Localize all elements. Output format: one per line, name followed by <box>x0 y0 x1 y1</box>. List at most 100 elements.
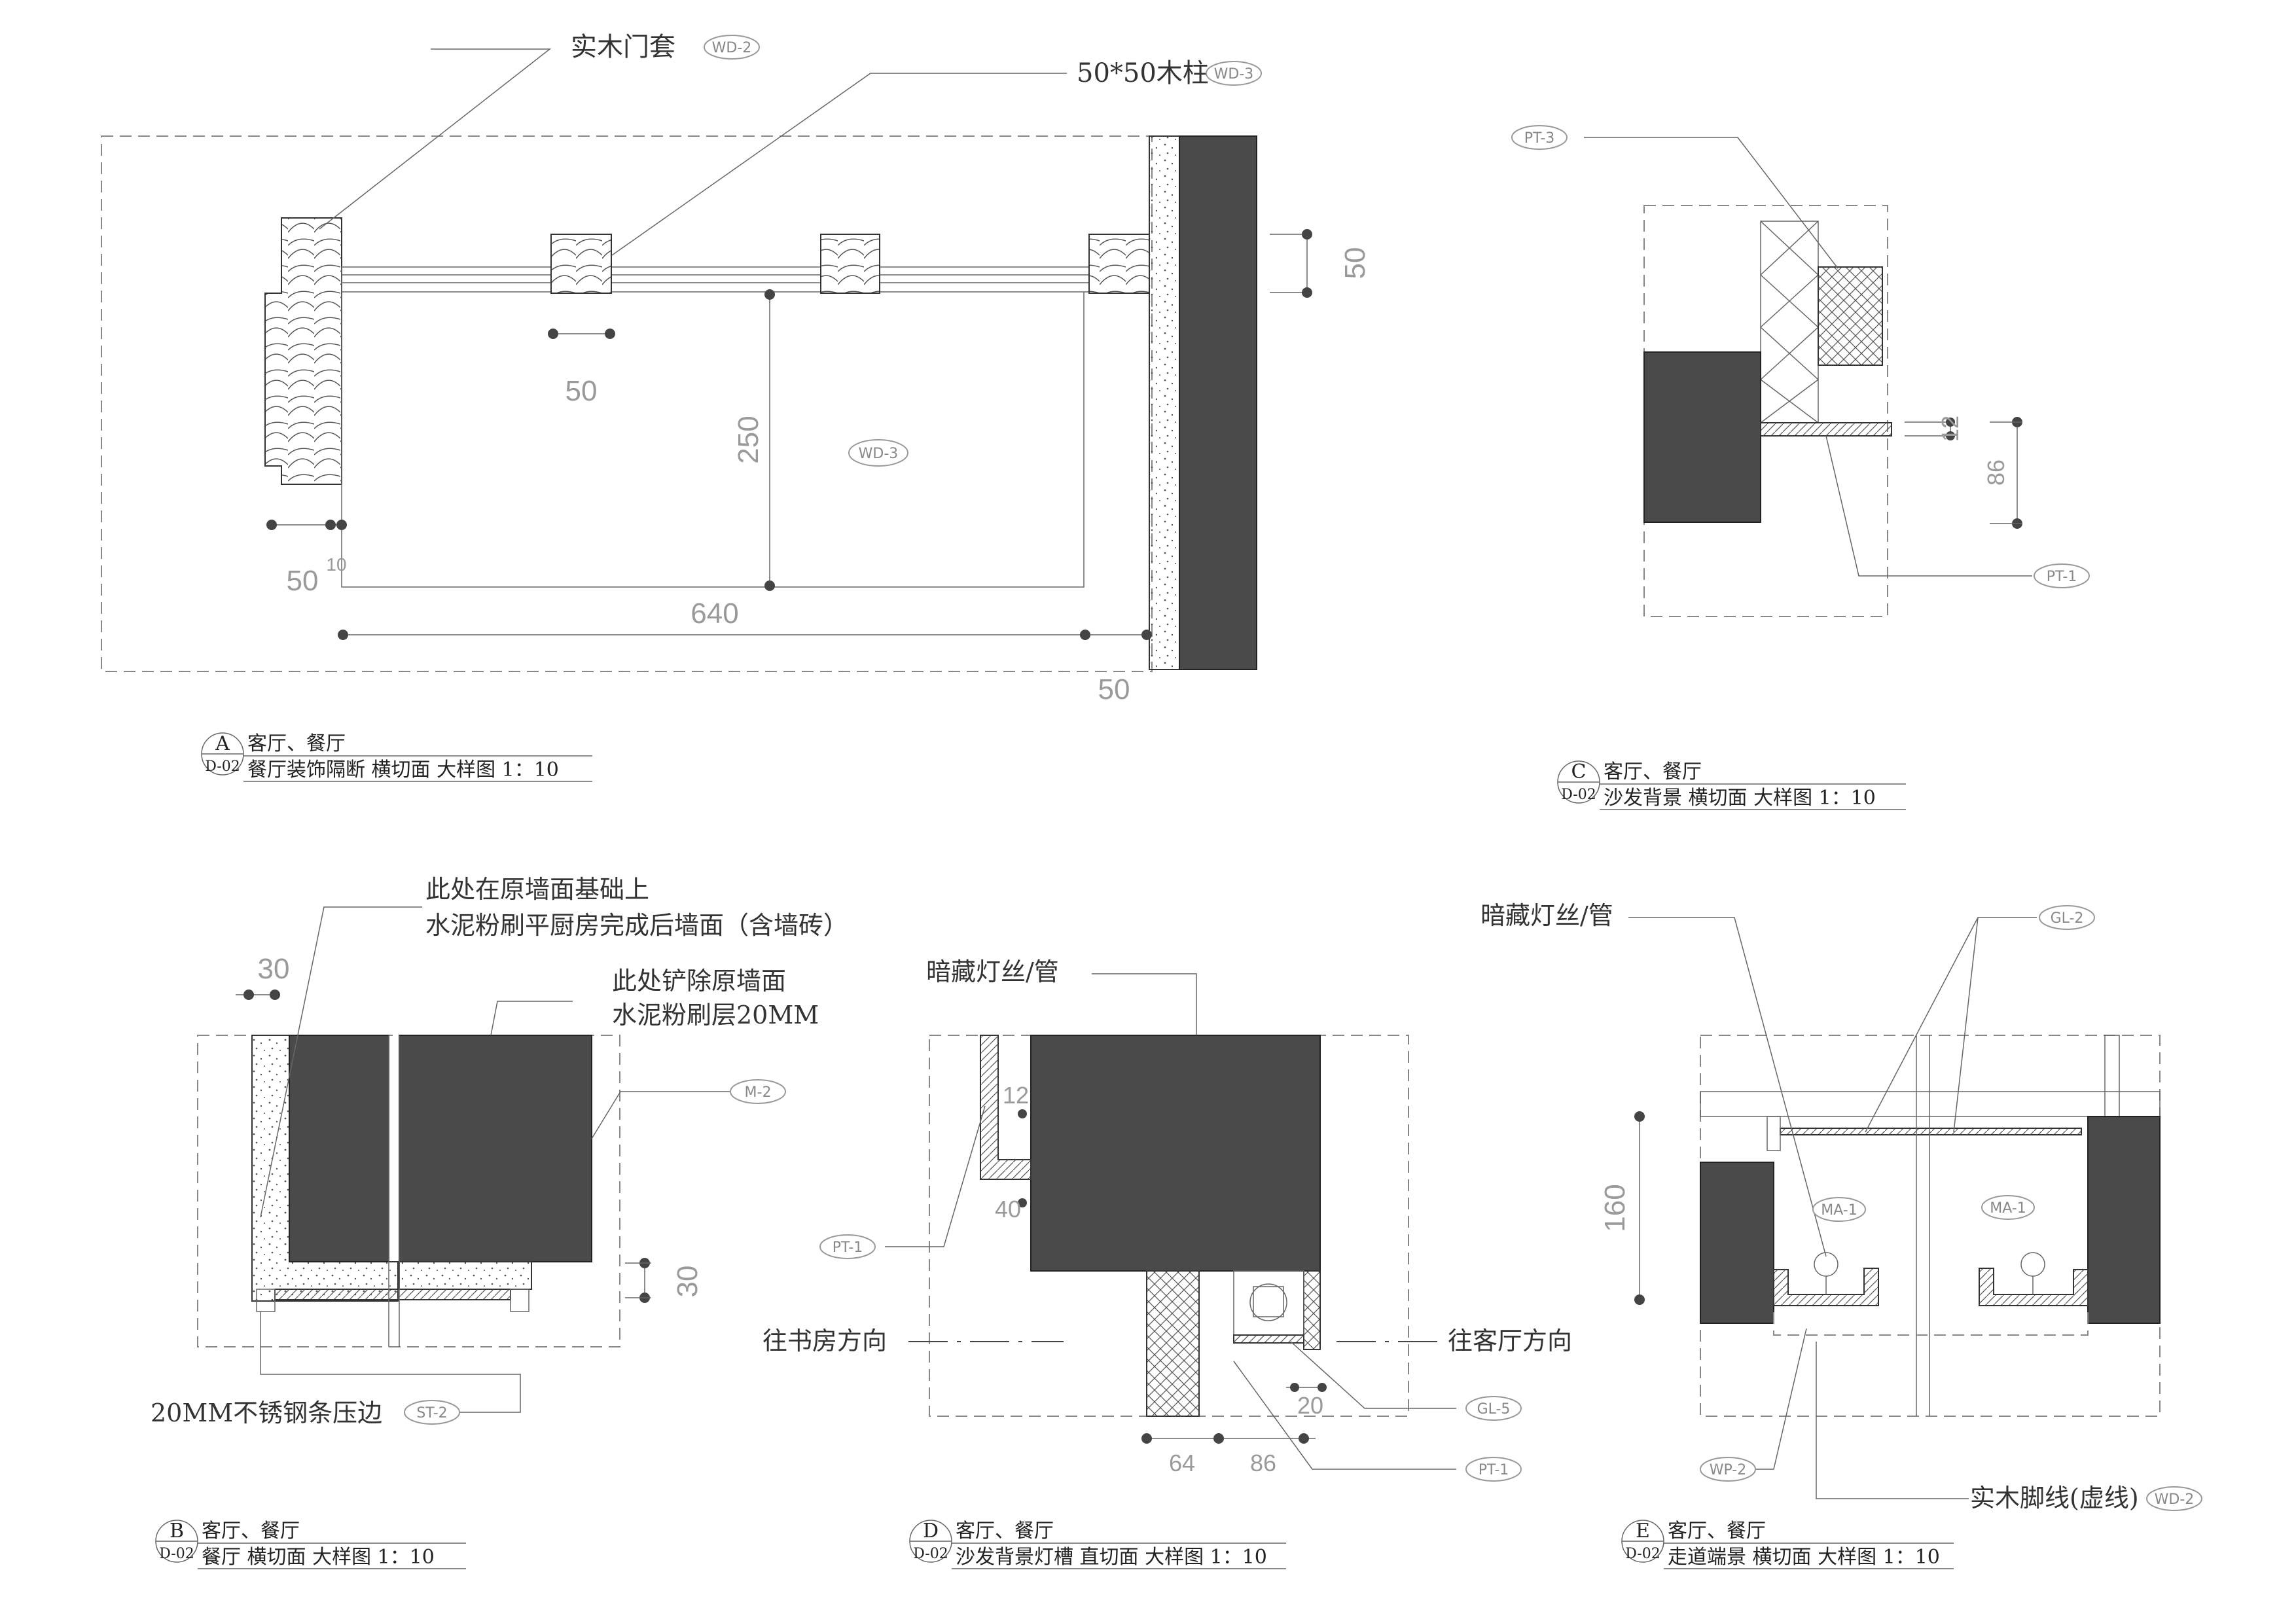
wood-post-3 <box>1088 234 1150 294</box>
tag-ma1-left: MA-1 <box>1821 1202 1857 1219</box>
ceiling-band-e <box>1700 1091 2161 1117</box>
title-e-letter: E <box>1636 1520 1650 1543</box>
crosshatch-block-c <box>1818 266 1883 366</box>
d-hidden-light-label: 暗藏灯丝/管 <box>926 957 1059 986</box>
tag-wp2: WP-2 <box>1710 1462 1746 1478</box>
lamp-e-right <box>2020 1252 2045 1277</box>
title-block-c: C D-02 客厅、餐厅 沙发背景 横切面 大样图 1：10 <box>1557 760 1906 810</box>
tag-pt3: PT-3 <box>1524 130 1555 147</box>
tag-gl2: GL-2 <box>2051 910 2084 927</box>
tag-pt1-c: PT-1 <box>2047 569 2077 585</box>
dim-a-10: 10 <box>326 554 346 575</box>
concrete-block-e-right <box>2087 1116 2161 1324</box>
title-a-line2: 餐厅装饰隔断 横切面 大样图 1：10 <box>247 758 559 781</box>
dim-a-50-bottom: 50 <box>1098 673 1130 705</box>
title-b-letter: B <box>170 1520 184 1543</box>
dim-d-86: 86 <box>1250 1450 1276 1476</box>
dim-c-12: 12 <box>1937 416 1964 442</box>
title-d-letter: D <box>923 1520 939 1543</box>
wall-block-b-left <box>289 1035 389 1262</box>
detail-e-corridor: 暗藏灯丝/管 GL-2 MA-1 MA-1 WP-2 实木脚线(虚线) WD-2… <box>1480 901 2202 1512</box>
b-note1-line2: 水泥粉刷平厨房完成后墙面（含墙砖） <box>425 911 848 940</box>
e-skirting-label: 实木脚线(虚线) <box>1970 1484 2139 1512</box>
board-c <box>1760 422 1892 437</box>
tag-m2: M-2 <box>745 1084 772 1101</box>
trough-e-left <box>1773 1268 1879 1306</box>
dim-a-50-top: 50 <box>1339 247 1371 279</box>
title-d-sheet: D-02 <box>913 1546 948 1562</box>
plaster-layer <box>1149 135 1180 670</box>
title-block-a: A D-02 客厅、餐厅 餐厅装饰隔断 横切面 大样图 1：10 <box>201 732 592 782</box>
dim-d-20: 20 <box>1297 1392 1323 1419</box>
rail-2 <box>611 266 821 293</box>
light-tube-d <box>1249 1283 1287 1321</box>
wood-frame-c <box>1760 221 1819 423</box>
dim-d-40: 40 <box>995 1196 1021 1222</box>
dim-e-160: 160 <box>1599 1184 1631 1232</box>
b-note2-line2: 水泥粉刷层20MM <box>612 1001 819 1029</box>
tag-gl5: GL-5 <box>1477 1401 1511 1418</box>
trough-e-right <box>1979 1268 2089 1306</box>
dim-a-640: 640 <box>691 597 738 630</box>
title-block-b: B D-02 客厅、餐厅 餐厅 横切面 大样图 1：10 <box>155 1520 466 1569</box>
post-e-left <box>1767 1116 1781 1151</box>
title-a-letter: A <box>215 732 230 755</box>
tag-wd3-a: WD-3 <box>1214 66 1254 82</box>
dim-d-64: 64 <box>1169 1450 1195 1476</box>
wood-post-label: 50*50木柱 <box>1077 58 1209 88</box>
post-e-right <box>2104 1035 2120 1117</box>
title-b-sheet: D-02 <box>159 1546 194 1562</box>
e-hidden-light-label: 暗藏灯丝/管 <box>1480 901 1613 930</box>
title-e-sheet: D-02 <box>1625 1546 1660 1562</box>
detail-b-dining: 此处在原墙面基础上 水泥粉刷平厨房完成后墙面（含墙砖） 此处铲除原墙面 水泥粉刷… <box>151 875 848 1427</box>
tag-pt1-d-left: PT-1 <box>833 1240 863 1256</box>
title-e-line2: 走道端景 横切面 大样图 1：10 <box>1668 1546 1940 1569</box>
title-d-line1: 客厅、餐厅 <box>956 1520 1054 1543</box>
title-block-e: E D-02 客厅、餐厅 走道端景 横切面 大样图 1：10 <box>1621 1520 1954 1569</box>
title-d-line2: 沙发背景灯槽 直切面 大样图 1：10 <box>956 1546 1267 1569</box>
concrete-block-c <box>1643 351 1761 523</box>
dim-b-30-right: 30 <box>672 1266 704 1298</box>
d-to-study: 往书房方向 <box>762 1327 887 1355</box>
rail-1 <box>341 266 552 293</box>
tag-wd2-a: WD-2 <box>712 40 752 56</box>
wood-post-1 <box>550 234 612 294</box>
b-note1-line1: 此处在原墙面基础上 <box>425 875 649 904</box>
light-box-d <box>1233 1270 1304 1344</box>
concrete-block-d <box>1030 1035 1321 1272</box>
title-a-sheet: D-02 <box>205 758 240 775</box>
concrete-block-e-left <box>1700 1162 1774 1324</box>
detail-c-sofa-backdrop: PT-3 PT-1 12 86 <box>1511 125 2090 617</box>
steel-strip-b <box>274 1289 511 1300</box>
title-block-d: D D-02 客厅、餐厅 沙发背景灯槽 直切面 大样图 1：10 <box>909 1520 1286 1569</box>
title-c-line2: 沙发背景 横切面 大样图 1：10 <box>1604 787 1876 810</box>
title-c-letter: C <box>1571 760 1587 783</box>
dim-a-50-left: 50 <box>287 565 319 597</box>
d-to-living: 往客厅方向 <box>1448 1327 1572 1355</box>
dim-b-30-top: 30 <box>258 953 290 985</box>
ledge-d <box>980 1035 1031 1180</box>
title-b-line2: 餐厅 横切面 大样图 1：10 <box>202 1546 435 1569</box>
detail-a-partition: 实木门套 WD-2 50*50木柱 WD-3 WD-3 50 250 50 10… <box>101 32 1371 705</box>
tag-wd3-panel: WD-3 <box>859 446 899 462</box>
concrete-wall <box>1179 135 1257 670</box>
tag-st2: ST-2 <box>416 1405 447 1421</box>
title-c-line1: 客厅、餐厅 <box>1604 760 1702 783</box>
b-steel-edge-label: 20MM不锈钢条压边 <box>151 1399 382 1427</box>
tag-pt1-d-right: PT-1 <box>1479 1462 1509 1478</box>
title-c-sheet: D-02 <box>1561 787 1596 803</box>
column-crosshatch-d <box>1303 1270 1321 1350</box>
dim-d-12: 12 <box>1003 1082 1029 1109</box>
wood-post-2 <box>820 234 880 294</box>
dim-a-50-post: 50 <box>565 375 598 407</box>
door-casing <box>264 217 342 485</box>
detail-a-frame <box>101 135 1153 672</box>
wall-block-b-right <box>399 1035 592 1262</box>
dim-a-250: 250 <box>732 416 764 463</box>
tag-ma1-right: MA-1 <box>1990 1200 2026 1217</box>
title-e-line1: 客厅、餐厅 <box>1668 1520 1766 1543</box>
tag-wd2-e: WD-2 <box>2155 1491 2195 1508</box>
title-b-line1: 客厅、餐厅 <box>202 1520 300 1543</box>
wall-crosshatch-d <box>1146 1270 1200 1417</box>
